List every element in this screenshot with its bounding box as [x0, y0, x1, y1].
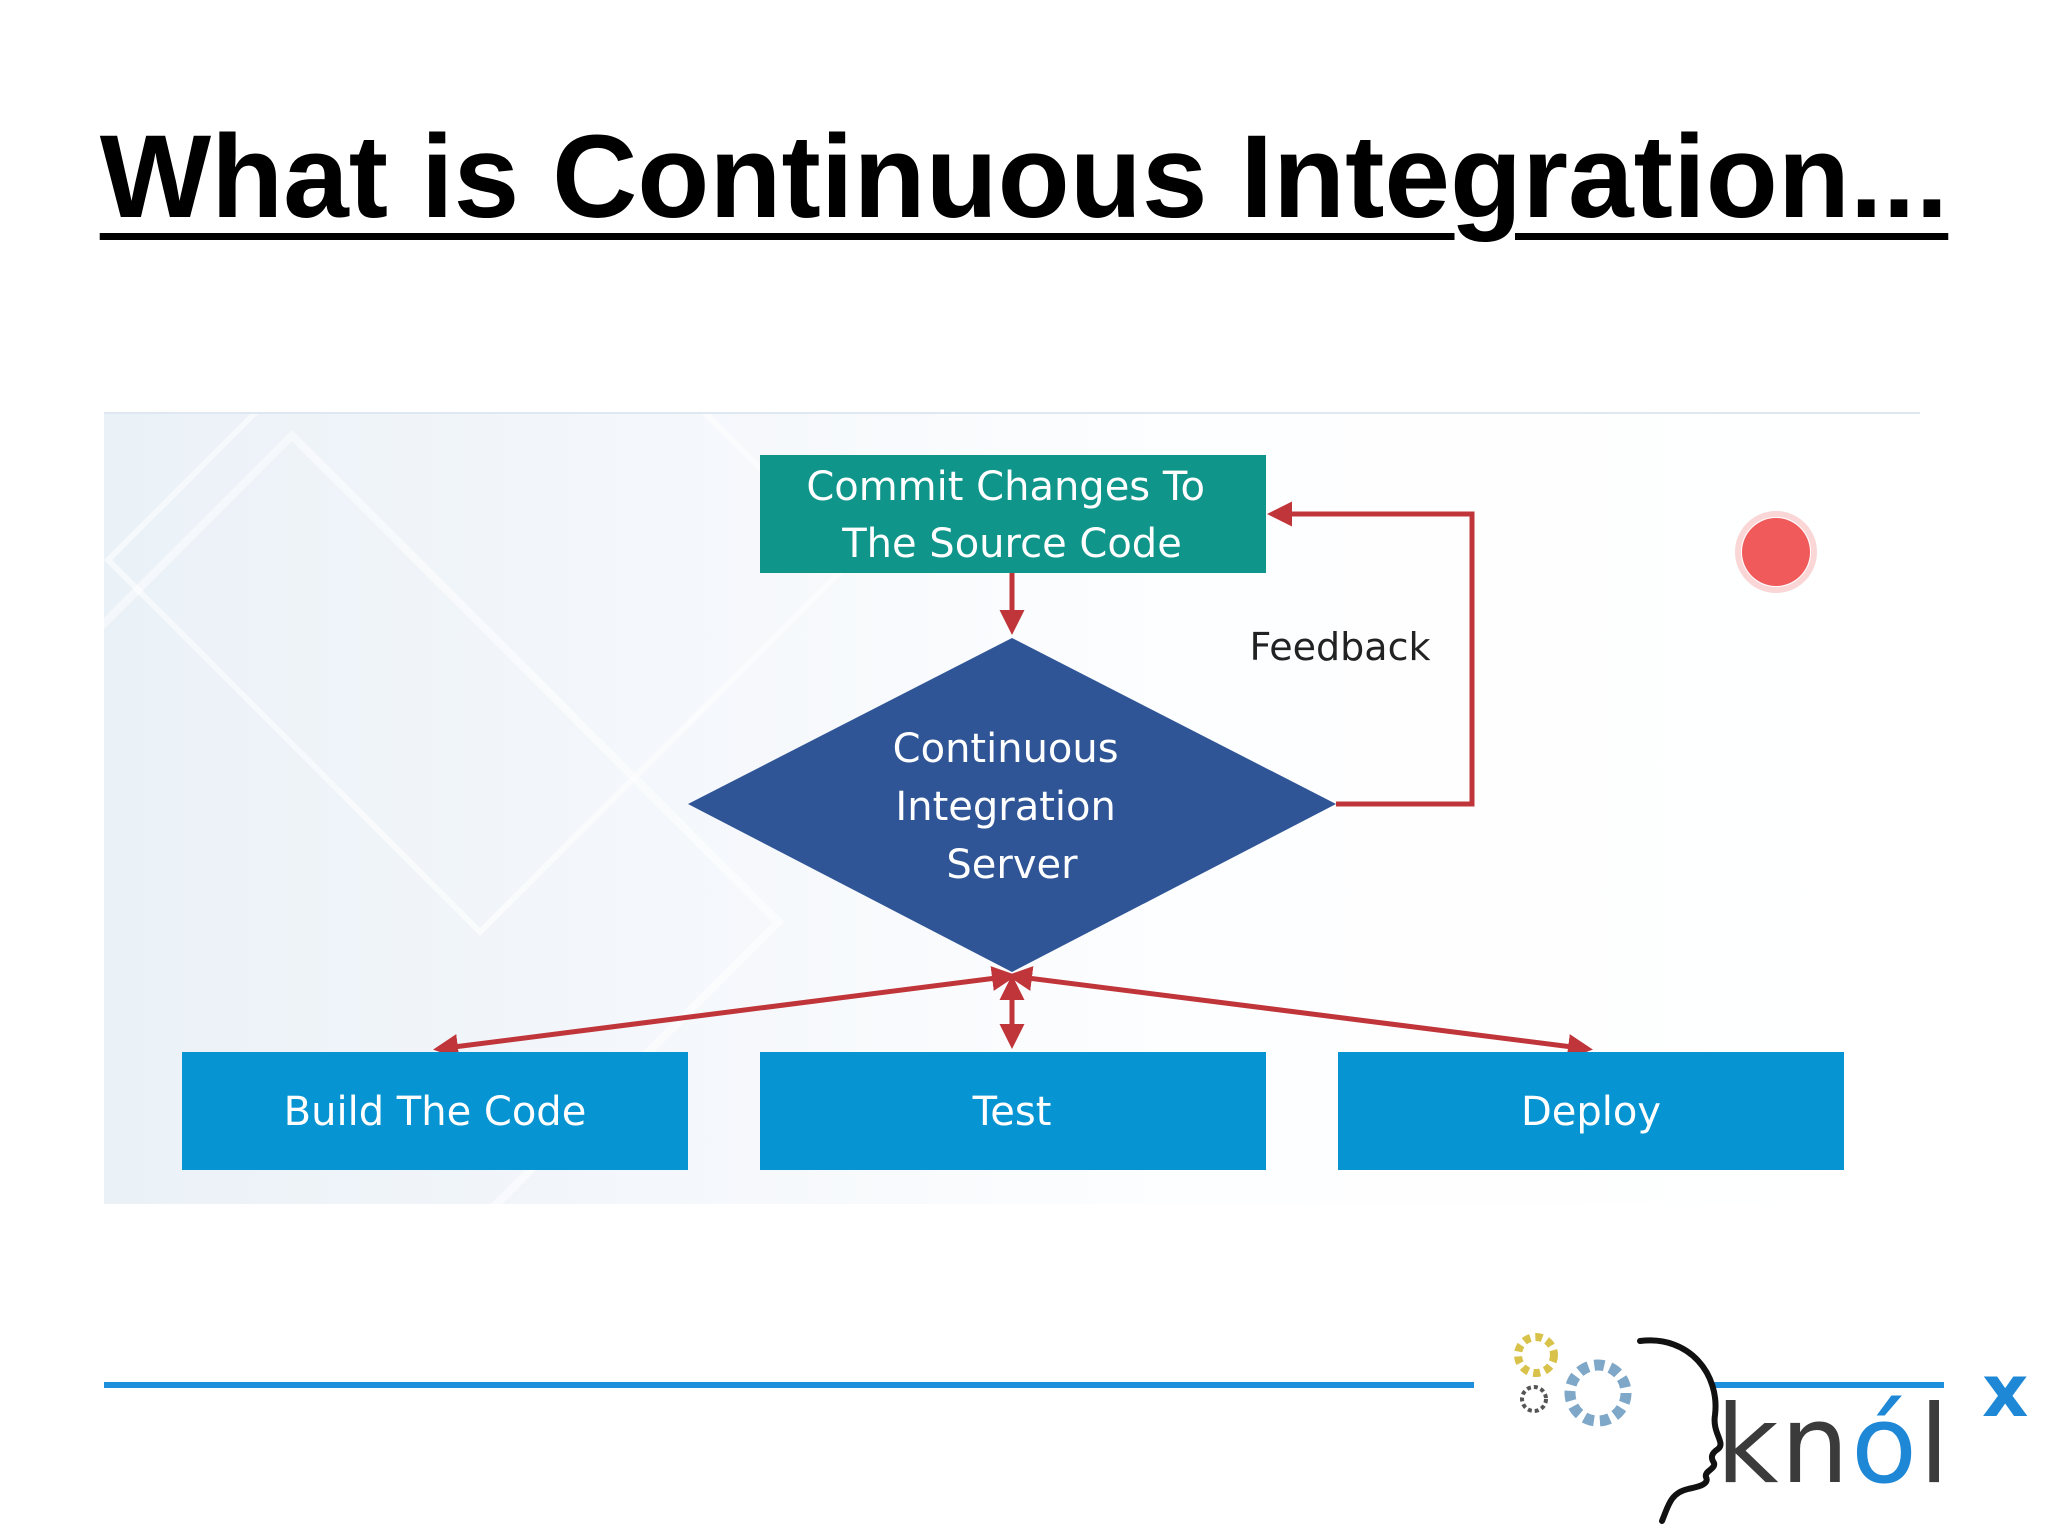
commit-changes-box	[760, 455, 1266, 573]
head-profile-icon	[1637, 1337, 1724, 1524]
test-box	[760, 1052, 1266, 1170]
test-label: Test	[972, 1089, 1052, 1135]
ci-label-line-1: Continuous	[893, 726, 1119, 772]
blue-gear-icon	[1564, 1359, 1632, 1427]
feedback-label: Feedback	[1250, 625, 1431, 669]
yellow-gear-icon	[1514, 1333, 1558, 1377]
small-gear-icon	[1520, 1385, 1548, 1413]
logo-text-accent: ó	[1851, 1383, 1920, 1508]
deploy-box	[1338, 1052, 1844, 1170]
ci-label-line-3: Server	[946, 842, 1078, 888]
logo-text-end: l	[1919, 1383, 1952, 1508]
commit-label-line-2: The Source Code	[841, 521, 1182, 567]
ci-to-deploy-arrow	[1007, 966, 1593, 1059]
commit-changes-label: Commit Changes To The Source Code	[806, 464, 1217, 567]
slide-title: What is Continuous Integration...	[99, 111, 1949, 243]
ci-server-label: Continuous Integration Server	[893, 726, 1132, 888]
knolx-logo-graphic	[1514, 1333, 1724, 1524]
knolx-logo-text: knól	[1716, 1392, 1951, 1500]
ci-server-diamond	[688, 638, 1336, 972]
deploy-label: Deploy	[1521, 1089, 1661, 1135]
build-code-label: Build The Code	[284, 1089, 587, 1135]
build-code-box	[182, 1052, 688, 1170]
footer-rule-left	[104, 1382, 1474, 1388]
logo-text-main: kn	[1716, 1383, 1851, 1508]
record-dot-icon	[1742, 518, 1810, 586]
footer-rule-right	[1710, 1382, 1944, 1388]
knolx-logo-superscript: x	[1982, 1349, 2029, 1433]
record-dot-glow	[1735, 511, 1817, 593]
feedback-arrow	[1267, 501, 1475, 807]
ci-to-build-arrow	[433, 966, 1017, 1059]
ci-label-line-2: Integration	[895, 784, 1115, 830]
commit-label-line-1: Commit Changes To	[806, 464, 1205, 510]
